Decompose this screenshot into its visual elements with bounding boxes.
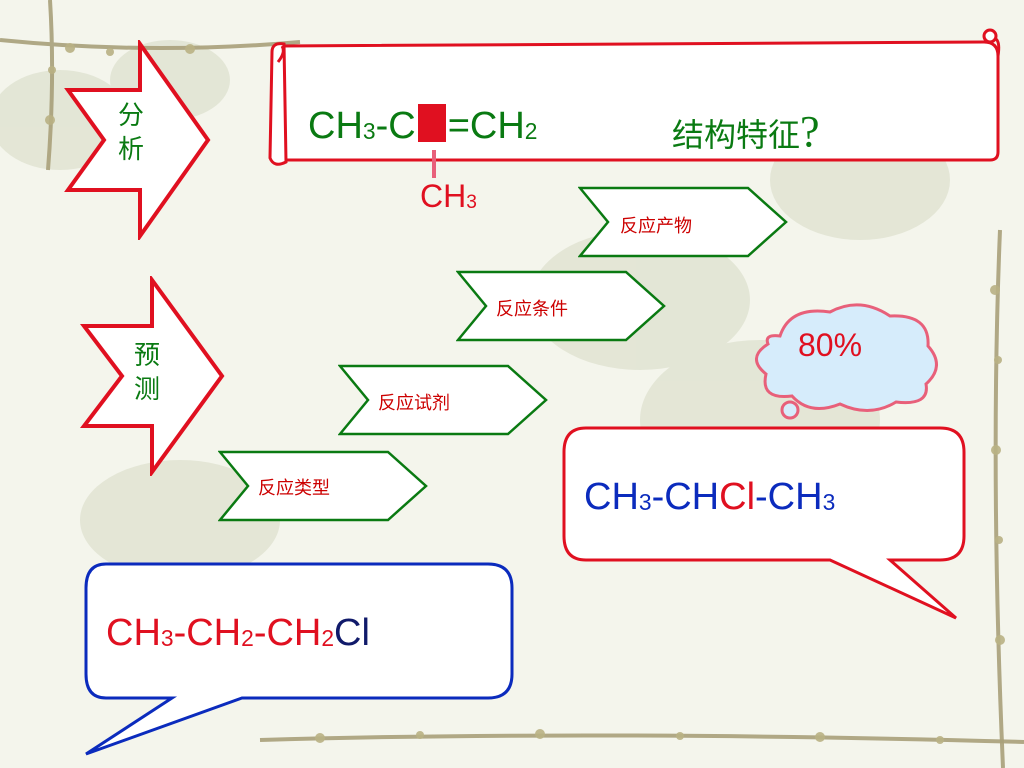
chlorine-text: Cl	[334, 612, 370, 654]
formula-c: -C	[375, 105, 416, 147]
speech-bubble-major	[562, 426, 966, 620]
chevron-label-product: 反应产物	[620, 216, 692, 237]
title-scroll-banner	[268, 28, 1001, 166]
chevron-label-reagent: 反应试剂	[378, 393, 450, 414]
chevron-reaction-type	[218, 450, 428, 522]
chevron-reaction-product	[578, 186, 788, 258]
formula-ch2: =CH2	[447, 105, 538, 147]
title-formula: CH3-C =CH2	[308, 104, 537, 148]
minor-product-formula: CH3-CH2-CH2Cl	[106, 612, 370, 654]
branch-ch3: CH3	[420, 178, 477, 214]
speech-bubble-minor	[84, 562, 514, 756]
bond-highlight-box	[417, 104, 446, 142]
major-product-formula: CH3-CHCl-CH3	[584, 476, 836, 518]
chevron-label-type: 反应类型	[258, 478, 330, 499]
predict-label: 预 测	[134, 341, 161, 405]
chlorine-highlight: Cl	[719, 476, 756, 518]
predict-arrow	[80, 276, 225, 476]
thought-cloud	[742, 303, 938, 466]
branch-bond	[432, 150, 436, 178]
structure-feature-text: 结构特征?	[672, 107, 820, 156]
question-mark: ?	[800, 107, 820, 156]
chevron-reaction-conditions	[456, 270, 666, 342]
chevron-label-conditions: 反应条件	[496, 299, 568, 320]
formula-ch3: CH3	[308, 105, 376, 147]
analysis-label: 分 析	[118, 101, 145, 165]
analysis-arrow	[64, 40, 211, 240]
chevron-reaction-reagent	[338, 364, 548, 436]
cloud-percent: 80%	[798, 327, 863, 363]
